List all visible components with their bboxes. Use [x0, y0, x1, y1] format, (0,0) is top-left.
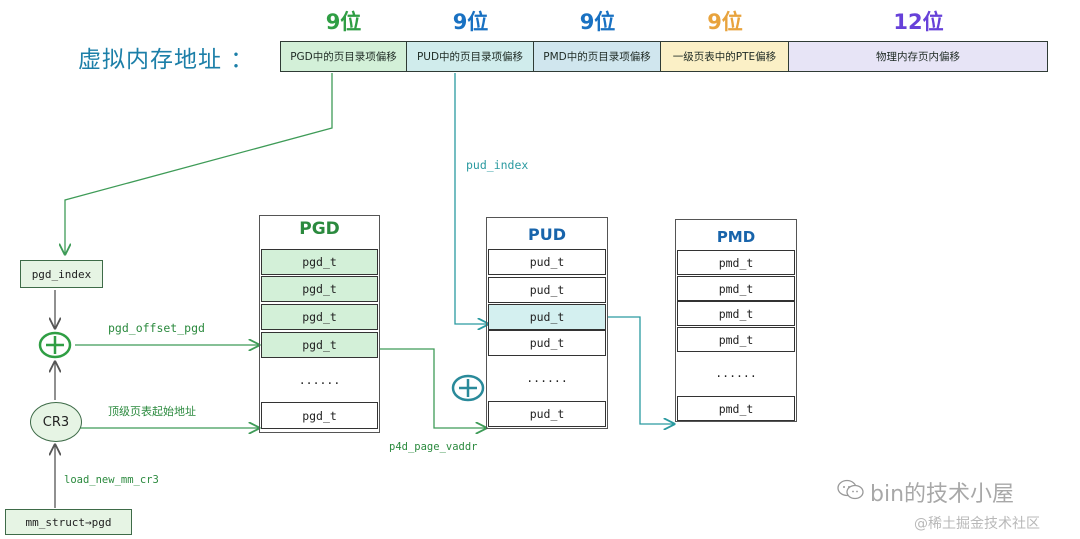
mm-struct-pgd-box: mm_struct→pgd [5, 509, 132, 535]
segment-pud-offset: PUD中的页目录项偏移 [406, 41, 534, 72]
pgd-index-box: pgd_index [20, 260, 103, 288]
pmd-row-ellipsis: ...... [715, 366, 757, 380]
pud-table [486, 217, 608, 429]
pmd-row-4: pmd_t [677, 327, 795, 352]
pud-to-pmd [607, 316, 674, 424]
pmd-row-2: pmd_t [677, 276, 795, 301]
virtual-address-title: 虚拟内存地址 ： [78, 47, 255, 73]
pud-row-1: pud_t [488, 249, 606, 275]
pgd-row-4: pgd_t [261, 332, 378, 358]
pmd-row-3: pmd_t [677, 301, 795, 326]
pgd-row-1: pgd_t [261, 249, 378, 275]
segment-pmd-offset: PMD中的页目录项偏移 [533, 41, 661, 72]
segment-page-offset: 物理内存页内偏移 [788, 41, 1048, 72]
bits-label-pmd: 9位 [579, 10, 616, 34]
pmd-title: PMD [716, 228, 756, 246]
pgd-title: PGD [299, 219, 340, 239]
pud-row-ellipsis: ...... [526, 371, 568, 385]
bits-label-pte: 9位 [707, 10, 743, 34]
plus-icon [38, 330, 72, 360]
load-new-mm-cr3-label: load_new_mm_cr3 [64, 474, 159, 486]
pgd-to-pud [379, 348, 486, 428]
bits-label-pgd: 9位 [325, 10, 362, 34]
segment-pte-offset: 一级页表中的PTE偏移 [660, 41, 789, 72]
pud-index-arrow [454, 73, 488, 324]
cr3-label: CR3 [42, 414, 70, 430]
pmd-table [675, 219, 797, 422]
pud-row-3: pud_t [488, 304, 606, 330]
pud-row-4: pud_t [488, 330, 606, 356]
wechat-icon [836, 478, 866, 502]
brand-watermark: bin的技术小屋 [870, 482, 1015, 507]
pmd-row-1: pmd_t [677, 250, 795, 275]
pud-row-2: pud_t [488, 277, 606, 303]
pud-title: PUD [528, 225, 566, 244]
pgd-offset-arrow [65, 73, 333, 254]
pmd-row-last: pmd_t [677, 396, 795, 421]
segment-pgd-offset: PGD中的页目录项偏移 [280, 41, 407, 72]
pgd-row-3: pgd_t [261, 304, 378, 330]
pgd-offset-pgd-label: pgd_offset_pgd [108, 321, 205, 335]
site-watermark: @稀土掘金技术社区 [914, 516, 1040, 532]
pgd-row-ellipsis: ...... [298, 373, 341, 387]
pud-index-label: pud_index [466, 158, 529, 172]
top-table-start-label: 顶级页表起始地址 [108, 405, 196, 418]
pud-row-last: pud_t [488, 401, 606, 427]
pgd-table [259, 215, 380, 433]
p4d-page-vaddr-label: p4d_page_vaddr [389, 441, 478, 453]
pgd-row-2: pgd_t [261, 276, 378, 302]
cr3-node: CR3 [30, 402, 82, 442]
plus-icon-pud [450, 373, 486, 403]
bits-label-pud: 9位 [452, 10, 489, 34]
bits-label-offset: 12位 [893, 10, 944, 34]
pgd-row-last: pgd_t [261, 402, 378, 429]
